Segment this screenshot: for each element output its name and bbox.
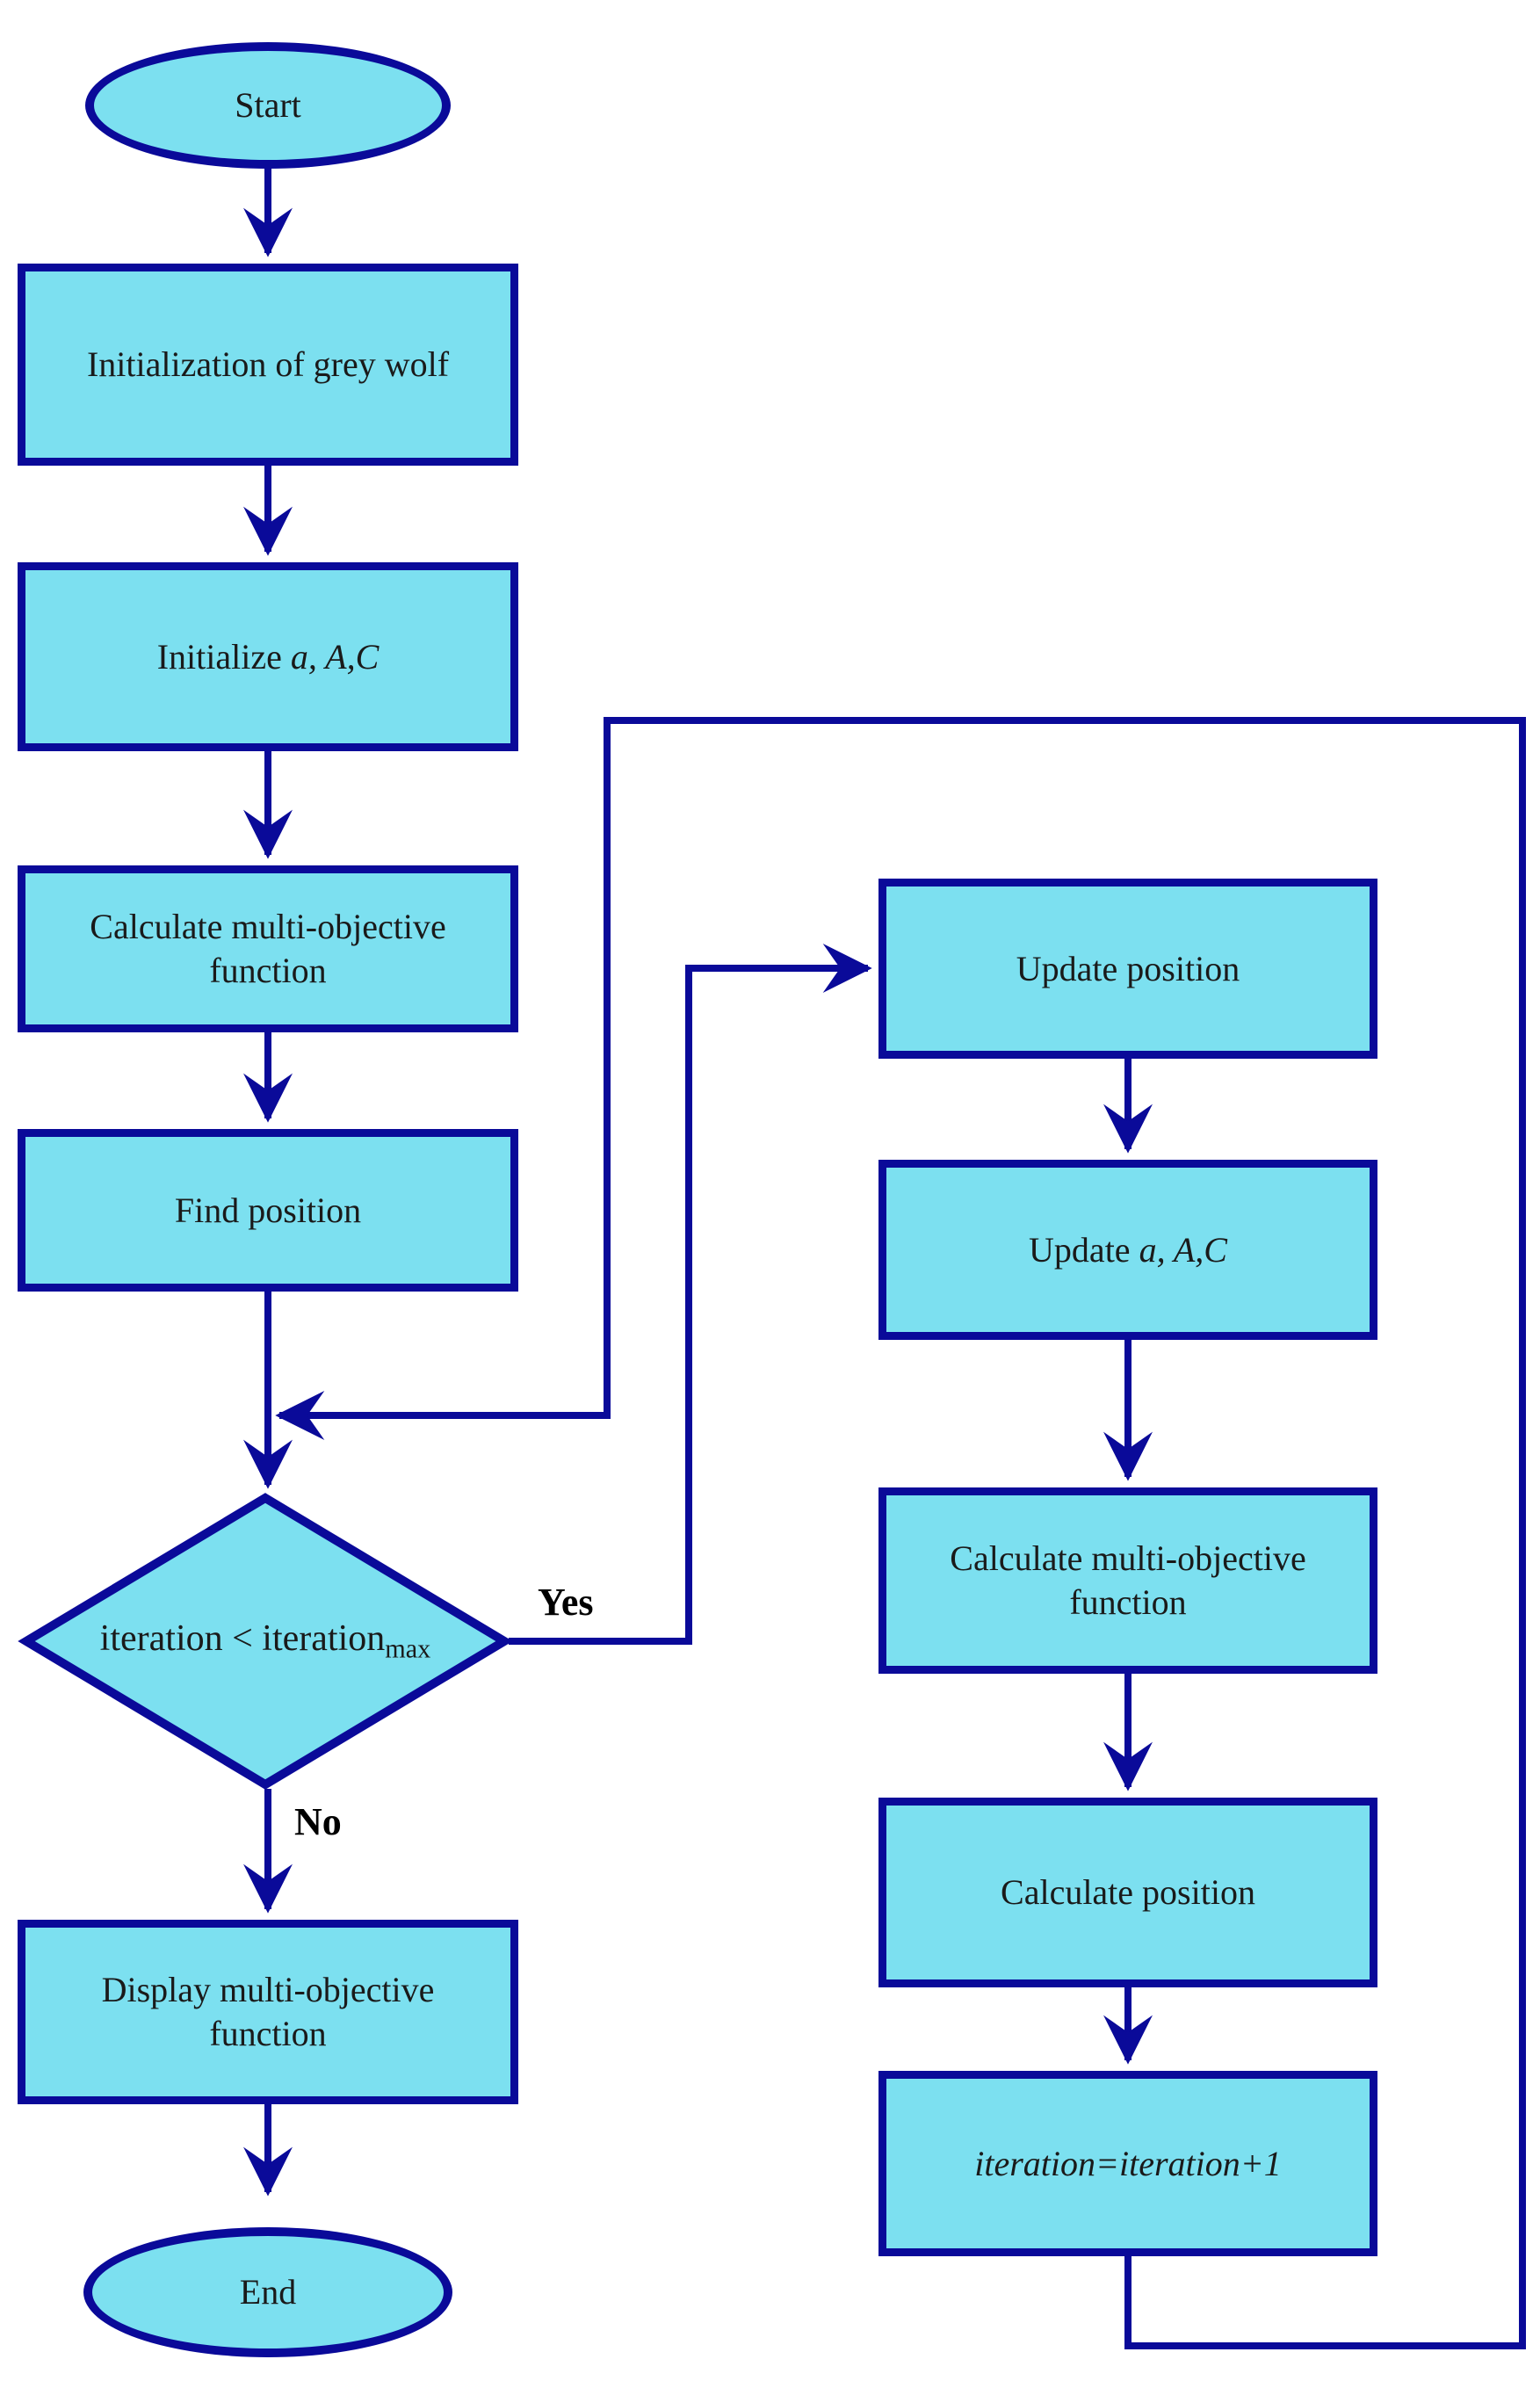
branch-label-yes: Yes — [538, 1581, 594, 1624]
process-display-multi-objective: Display multi-objective function — [18, 1920, 518, 2104]
process-label: Update position — [1016, 948, 1240, 988]
process-label: Initialization of grey wolf — [86, 344, 450, 384]
process-label: Update a, A,C — [1029, 1229, 1227, 1270]
end-label: End — [239, 2272, 297, 2312]
decision-label: iteration < iterationmax — [99, 1618, 431, 1664]
process-label: Calculate multi-objective function — [90, 907, 446, 990]
branch-label-no: No — [294, 1800, 342, 1843]
process-iteration-increment: iteration=iteration+1 — [878, 2071, 1377, 2256]
process-calculate-multi-objective-right: Calculate multi-objective function — [878, 1487, 1377, 1674]
process-label: Calculate multi-objective function — [950, 1538, 1306, 1622]
decision-diamond-shape — [18, 1493, 513, 1790]
process-label: Initialize a, A,C — [156, 636, 380, 677]
process-label: Calculate position — [1001, 1872, 1255, 1912]
process-initialize-a-A-C: Initialize a, A,C — [18, 562, 518, 751]
process-label: iteration=iteration+1 — [974, 2143, 1282, 2183]
start-label: Start — [235, 85, 301, 125]
process-update-position: Update position — [878, 879, 1377, 1059]
process-calculate-position: Calculate position — [878, 1798, 1377, 1987]
process-initialization-grey-wolf: Initialization of grey wolf — [18, 264, 518, 466]
process-label: Display multi-objective function — [101, 1970, 435, 2053]
process-label: Find position — [174, 1190, 362, 1230]
decision-iteration-check: iteration < iterationmax — [18, 1493, 513, 1790]
process-find-position: Find position — [18, 1129, 518, 1292]
edge-decision-yes-to-update-position — [509, 944, 872, 1645]
process-calculate-multi-objective-left: Calculate multi-objective function — [18, 865, 518, 1032]
start-terminator: Start — [85, 42, 451, 169]
edge-iteration-loop-back — [275, 717, 1526, 2349]
process-update-a-A-C: Update a, A,C — [878, 1160, 1377, 1340]
end-terminator: End — [83, 2227, 452, 2357]
